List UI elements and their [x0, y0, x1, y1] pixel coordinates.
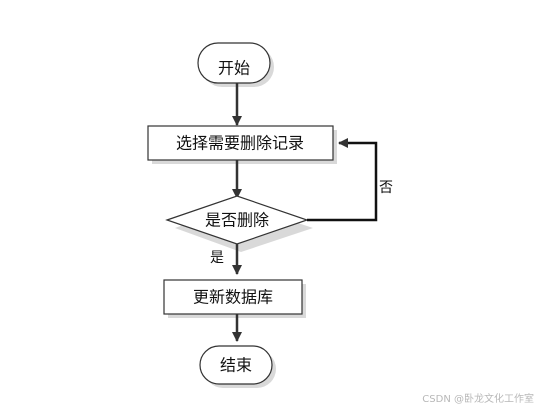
end-node-label: 结束 — [220, 356, 252, 375]
start-node: 开始 — [197, 42, 274, 87]
end-node: 结束 — [199, 345, 276, 388]
yes-edge-label: 是 — [210, 250, 224, 266]
decision-node: 是否删除 — [165, 195, 313, 252]
watermark-text: CSDN @卧龙文化工作室 — [422, 394, 534, 405]
start-node-label: 开始 — [218, 59, 250, 78]
no-edge-label: 否 — [379, 180, 393, 196]
select-record-node: 选择需要删除记录 — [147, 125, 337, 164]
update-db-label: 更新数据库 — [193, 288, 273, 307]
update-db-node: 更新数据库 — [163, 279, 306, 318]
arrow-decision-no-loop — [307, 138, 378, 222]
decision-label: 是否删除 — [205, 211, 269, 230]
select-record-label: 选择需要删除记录 — [176, 134, 304, 153]
